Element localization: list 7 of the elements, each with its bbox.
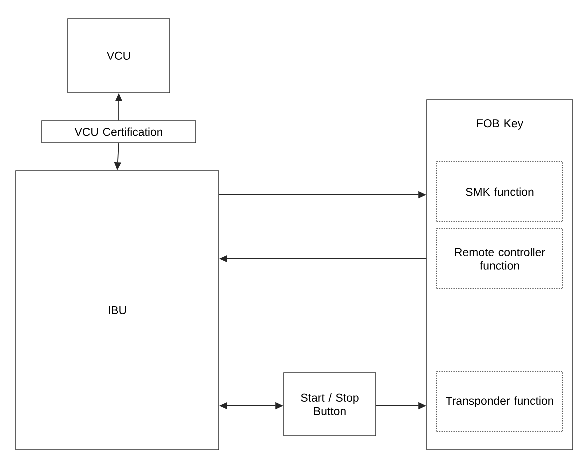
block-box: VCU: [68, 18, 170, 94]
function-box: SMK function: [436, 162, 564, 222]
block-box: IBU: [16, 170, 220, 450]
function-box: Remote controller function: [436, 228, 564, 290]
block-box: Start / Stop Button: [284, 372, 376, 436]
function-box: Transponder function: [436, 372, 564, 432]
block-box: VCU Certification: [42, 120, 196, 144]
